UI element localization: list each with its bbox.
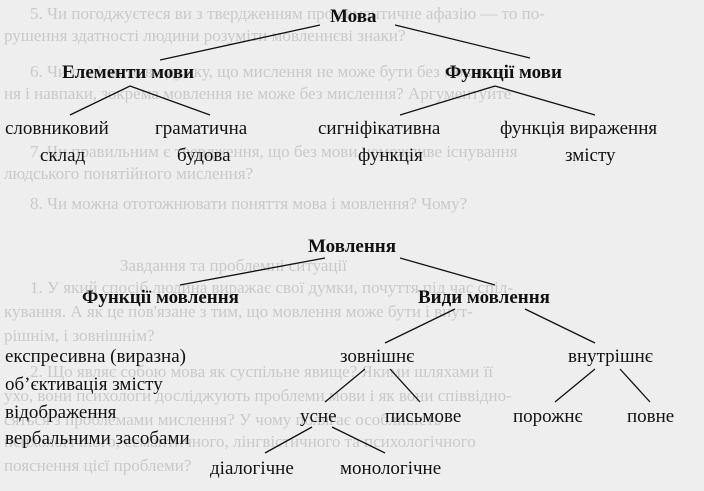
background-line: Завдання та проблемні ситуації [120, 256, 347, 275]
node-pysmove: письмове [385, 406, 462, 427]
node-zovnishnie: зовнішнє [340, 346, 415, 367]
background-line: сяться з проблемами мислення? У чому пол… [4, 410, 442, 429]
connector-line [399, 85, 496, 116]
node-porozhnie: порожнє [513, 406, 583, 427]
background-line: 1. У який спосіб людина виражає свої дум… [30, 278, 514, 297]
node-funktsii-movy: Функції мови [445, 62, 562, 83]
node-verbalnymy: вербальними засобами [5, 428, 190, 449]
node-usne: усне [300, 406, 337, 427]
node-vydy-movlennia: Види мовлення [418, 287, 550, 308]
node-elementy-movy: Елементи мови [62, 62, 195, 83]
connector-line [554, 368, 596, 403]
node-syhnifikatyvna-line2: функція [358, 145, 423, 166]
node-dialohichne: діалогічне [210, 458, 294, 479]
background-line: людського понятійного мислення? [4, 164, 254, 183]
node-hramatychna-line1: граматична [155, 118, 248, 139]
connector-group [69, 24, 651, 454]
background-line: рішнім, і зовнішнім? [4, 326, 155, 345]
background-line: 7. Чи правильним є твердження, що без мо… [30, 142, 518, 161]
connector-line [494, 85, 596, 116]
connector-line [619, 368, 651, 403]
node-povne: повне [627, 406, 675, 427]
connector-line [324, 368, 366, 403]
node-funktsii-movlennia: Функції мовлення [82, 287, 239, 308]
connector-line [129, 85, 211, 116]
node-movlennia: Мовлення [308, 236, 396, 257]
background-line: 8. Чи можна ототожнювати поняття мова і … [30, 194, 468, 213]
connector-line [179, 257, 326, 286]
background-line: рушення здатності людини розуміти мовлен… [4, 26, 406, 45]
node-vyrazhennia-line1: функція вираження [500, 118, 658, 139]
connector-line [394, 24, 531, 59]
connector-line [524, 308, 596, 344]
node-slovnykovyi-line2: склад [40, 145, 86, 166]
background-line: 5. Чи погоджуєтеся ви з твердженням про … [30, 4, 545, 23]
node-hramatychna-line2: будова [177, 145, 231, 166]
connector-line [69, 85, 131, 116]
node-syhnifikatyvna-line1: сигніфікативна [318, 118, 441, 139]
connector-line [384, 308, 456, 344]
node-monolohichne: монологічне [340, 458, 442, 479]
node-mova: Мова [330, 6, 377, 27]
background-line: 2. Що являє собою мова як суспільне явищ… [30, 362, 493, 381]
connector-line [159, 24, 321, 61]
node-obiektyvatsiia: об’єктивація змісту [5, 374, 163, 395]
node-vnutrishnie: внутрішнє [568, 346, 653, 367]
background-line: кування. А як це пов'язане з тим, що мов… [4, 302, 473, 321]
connector-line [389, 368, 421, 403]
node-vidobrazhennia: відображення [5, 402, 117, 423]
connector-line [331, 426, 386, 454]
connector-line [264, 426, 313, 454]
background-line: ухо, вони психологи досліджують проблеми… [4, 386, 512, 405]
background-line: ня і навпаки, зокрема мовлення не може б… [4, 84, 512, 103]
background-line: психологічного, семантичного, лінгвістич… [4, 432, 476, 451]
background-line: пояснення цієї проблеми? [4, 456, 192, 475]
background-line: 6. Чи поділяєте ви думку, що мислення не… [30, 62, 502, 81]
connector-line [399, 257, 496, 286]
node-ekspresyvna: експресивна (виразна) [5, 346, 186, 367]
node-slovnykovyi-line1: словниковий [5, 118, 109, 139]
node-vyrazhennia-line2: змісту [565, 145, 616, 166]
